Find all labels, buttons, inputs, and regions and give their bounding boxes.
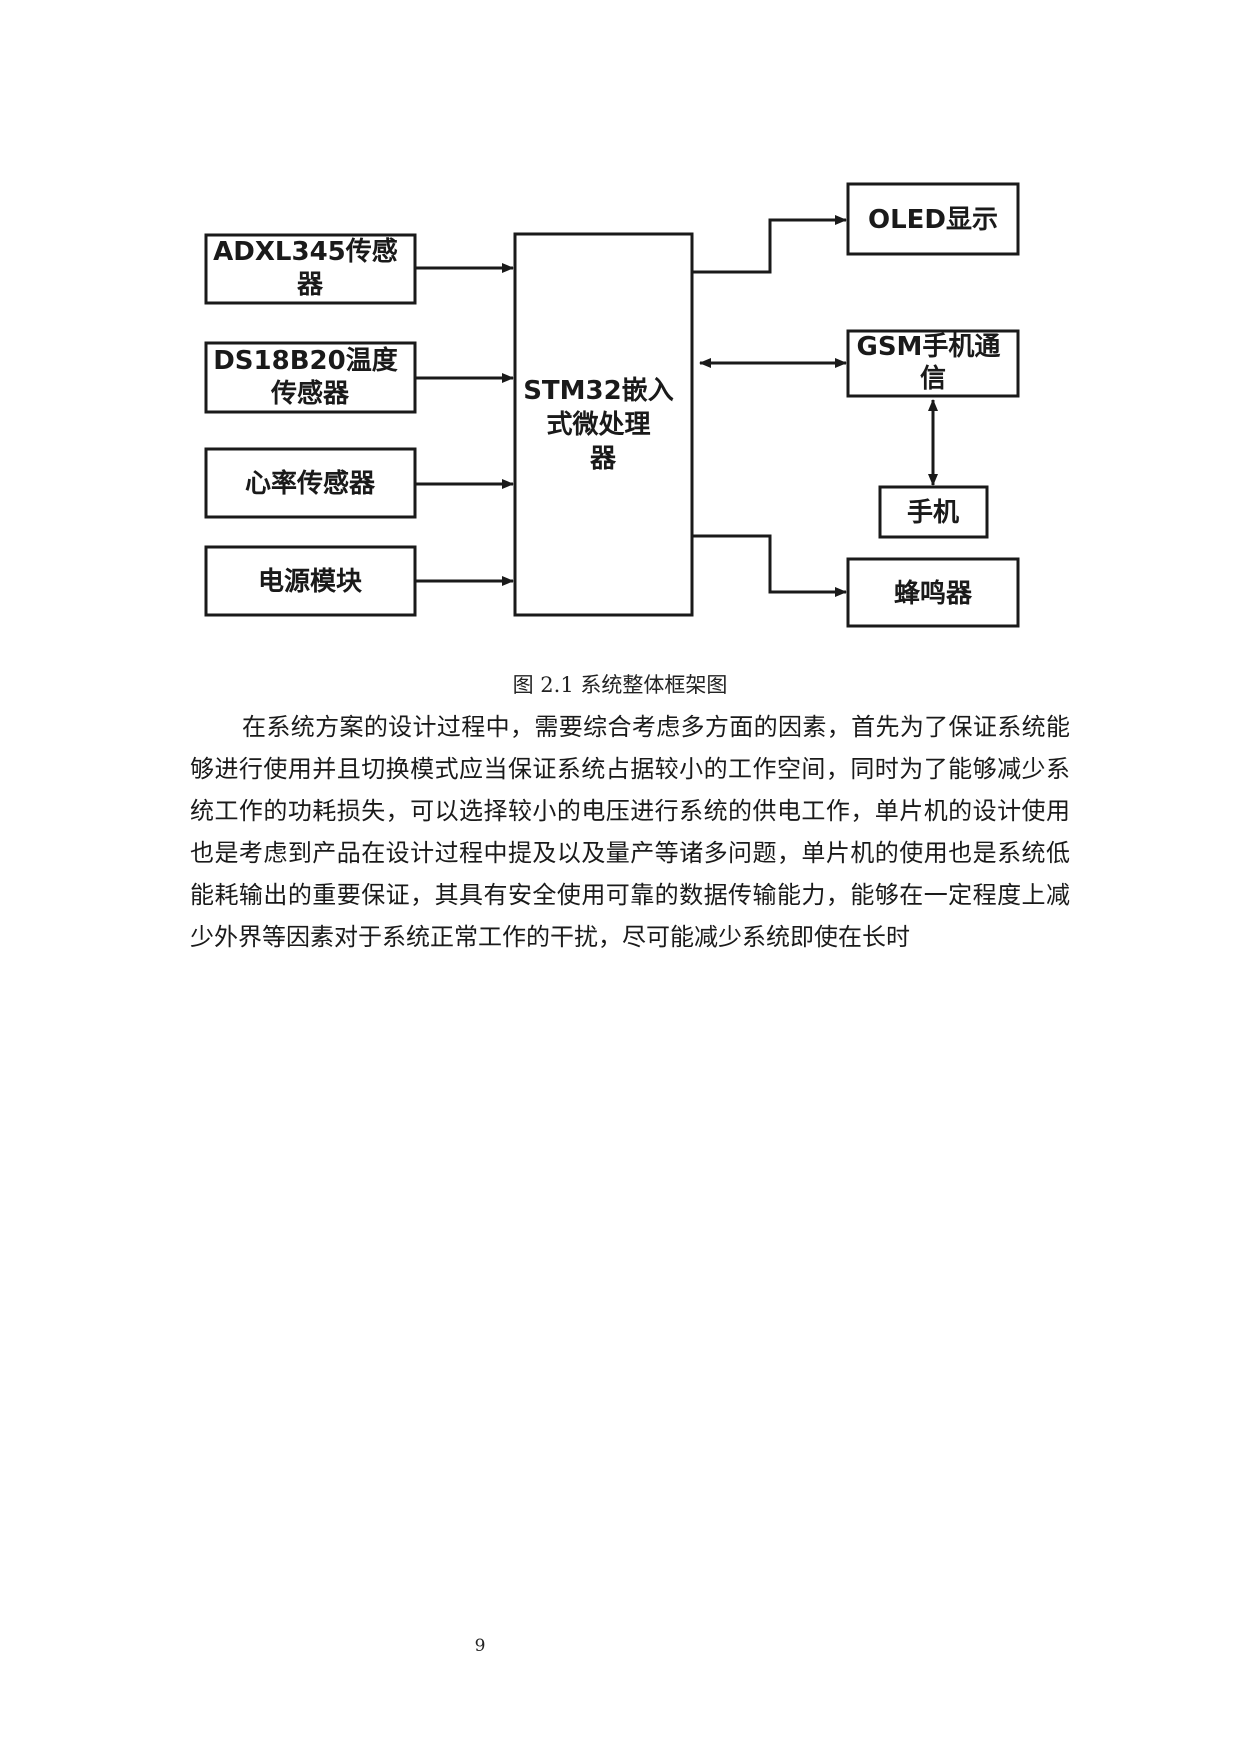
svg-text:GSM手机通 信: GSM手机通 信	[856, 332, 1009, 394]
arrow-mcu-to-oled	[692, 215, 847, 274]
system-block-diagram: ADXL345传感 器 DS18B20温度 传感器 心率传感器 电源模块 STM…	[204, 182, 1020, 628]
arrow-mcu-to-buzzer	[692, 534, 847, 597]
svg-text:蜂鸣器: 蜂鸣器	[894, 578, 973, 609]
figure-caption: 图 2.1 系统整体框架图	[512, 673, 728, 697]
box-mobile-phone: 手机	[878, 485, 989, 539]
svg-text:电源模块: 电源模块	[258, 567, 362, 597]
svg-text:OLED显示: OLED显示	[868, 205, 998, 235]
svg-text:STM32嵌入 式微处理 器: STM32嵌入 式微处理 器	[523, 375, 683, 474]
svg-text:ADXL345传感 器: ADXL345传感 器	[213, 237, 407, 300]
box-oled-display: OLED显示	[846, 182, 1020, 256]
box-heart-rate-sensor: 心率传感器	[204, 447, 417, 519]
svg-text:DS18B20温度 传感器: DS18B20温度 传感器	[213, 345, 407, 409]
box-gsm-communication: GSM手机通 信	[846, 329, 1020, 398]
box-power-module: 电源模块	[204, 545, 417, 617]
svg-text:心率传感器: 心率传感器	[245, 468, 376, 499]
page-number: 9	[474, 1636, 486, 1656]
body-paragraph: 在系统方案的设计过程中，需要综合考虑多方面的因素，首先为了保证系统能够进行使用并…	[190, 713, 1070, 951]
box-ds18b20-sensor: DS18B20温度 传感器	[204, 341, 417, 414]
box-buzzer: 蜂鸣器	[846, 557, 1020, 628]
box-adxl345-sensor: ADXL345传感 器	[204, 233, 417, 305]
svg-text:手机: 手机	[907, 498, 959, 528]
box-stm32-mcu: STM32嵌入 式微处理 器	[513, 232, 694, 617]
